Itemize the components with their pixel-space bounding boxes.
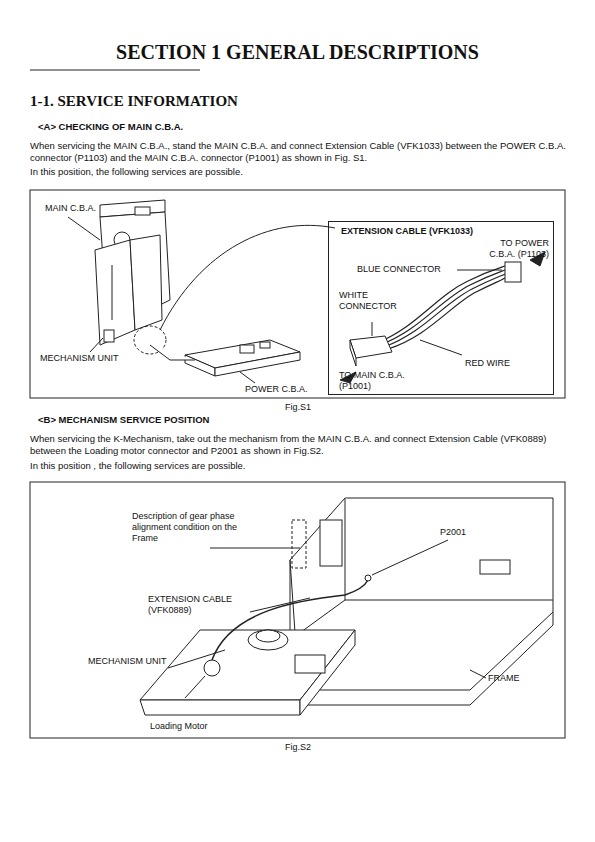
mechanism-unit xyxy=(140,630,355,715)
paragraph: In this position , the following service… xyxy=(30,460,570,472)
part-name: EXTENSION CABLE (VFK0889) xyxy=(148,594,258,616)
paragraph: When servicing the K-Mechanism, take out… xyxy=(30,433,570,457)
power-cba-board xyxy=(150,340,300,376)
extension-cable xyxy=(212,580,368,660)
rule-line xyxy=(30,70,200,71)
leader-line xyxy=(68,217,100,240)
magnify-curve xyxy=(160,225,335,330)
leader-line xyxy=(185,676,205,698)
leader-line xyxy=(470,670,486,678)
paragraph: In this position, the following services… xyxy=(30,166,570,178)
figure-frame xyxy=(30,190,565,398)
inset-box: EXTENSION CABLE (VFK1033)TO POWER C.B.A.… xyxy=(328,221,554,395)
part-name: Description of gear phase alignment cond… xyxy=(132,511,247,544)
sub-heading: <A> CHECKING OF MAIN C.B.A. xyxy=(38,121,438,132)
page-title: SECTION 1 GENERAL DESCRIPTIONS xyxy=(0,40,595,64)
pin-name: P2001 xyxy=(440,527,490,538)
mechanism-unit xyxy=(95,235,162,345)
leader-line xyxy=(168,650,225,668)
section-heading: 1-1. SERVICE INFORMATION xyxy=(30,92,430,110)
figure-caption: Fig.S2 xyxy=(285,742,325,753)
leader-line xyxy=(372,540,448,575)
part-name: MAIN C.B.A. xyxy=(45,203,125,214)
part-name: BLUE CONNECTOR xyxy=(357,264,457,275)
leader-line xyxy=(250,598,310,612)
sub-heading: <B> MECHANISM SERVICE POSITION xyxy=(38,414,438,425)
part-name: RED WIRE xyxy=(465,358,535,369)
figure-frame xyxy=(30,482,565,738)
alignment-area xyxy=(292,520,306,568)
extension-cable xyxy=(340,252,545,383)
part-name: WHITE CONNECTOR xyxy=(339,290,409,312)
part-name: POWER C.B.A. xyxy=(245,384,325,395)
leader-line xyxy=(90,338,103,352)
cable-title: EXTENSION CABLE (VFK1033) xyxy=(341,226,541,237)
leader-line xyxy=(210,548,300,549)
connector-p2001 xyxy=(365,575,371,581)
leader-line xyxy=(240,372,255,383)
part-name: FRAME xyxy=(488,673,538,684)
paragraph: When servicing the MAIN C.B.A., stand th… xyxy=(30,140,570,164)
part-name: TO POWER C.B.A. (P1103) xyxy=(477,238,549,260)
part-name: TO MAIN C.B.A. (P1001) xyxy=(339,370,429,392)
part-name: MECHANISM UNIT xyxy=(88,656,178,667)
part-name: MECHANISM UNIT xyxy=(40,353,130,364)
part-name: Loading Motor xyxy=(150,721,240,732)
figure-caption: Fig.S1 xyxy=(285,402,325,413)
